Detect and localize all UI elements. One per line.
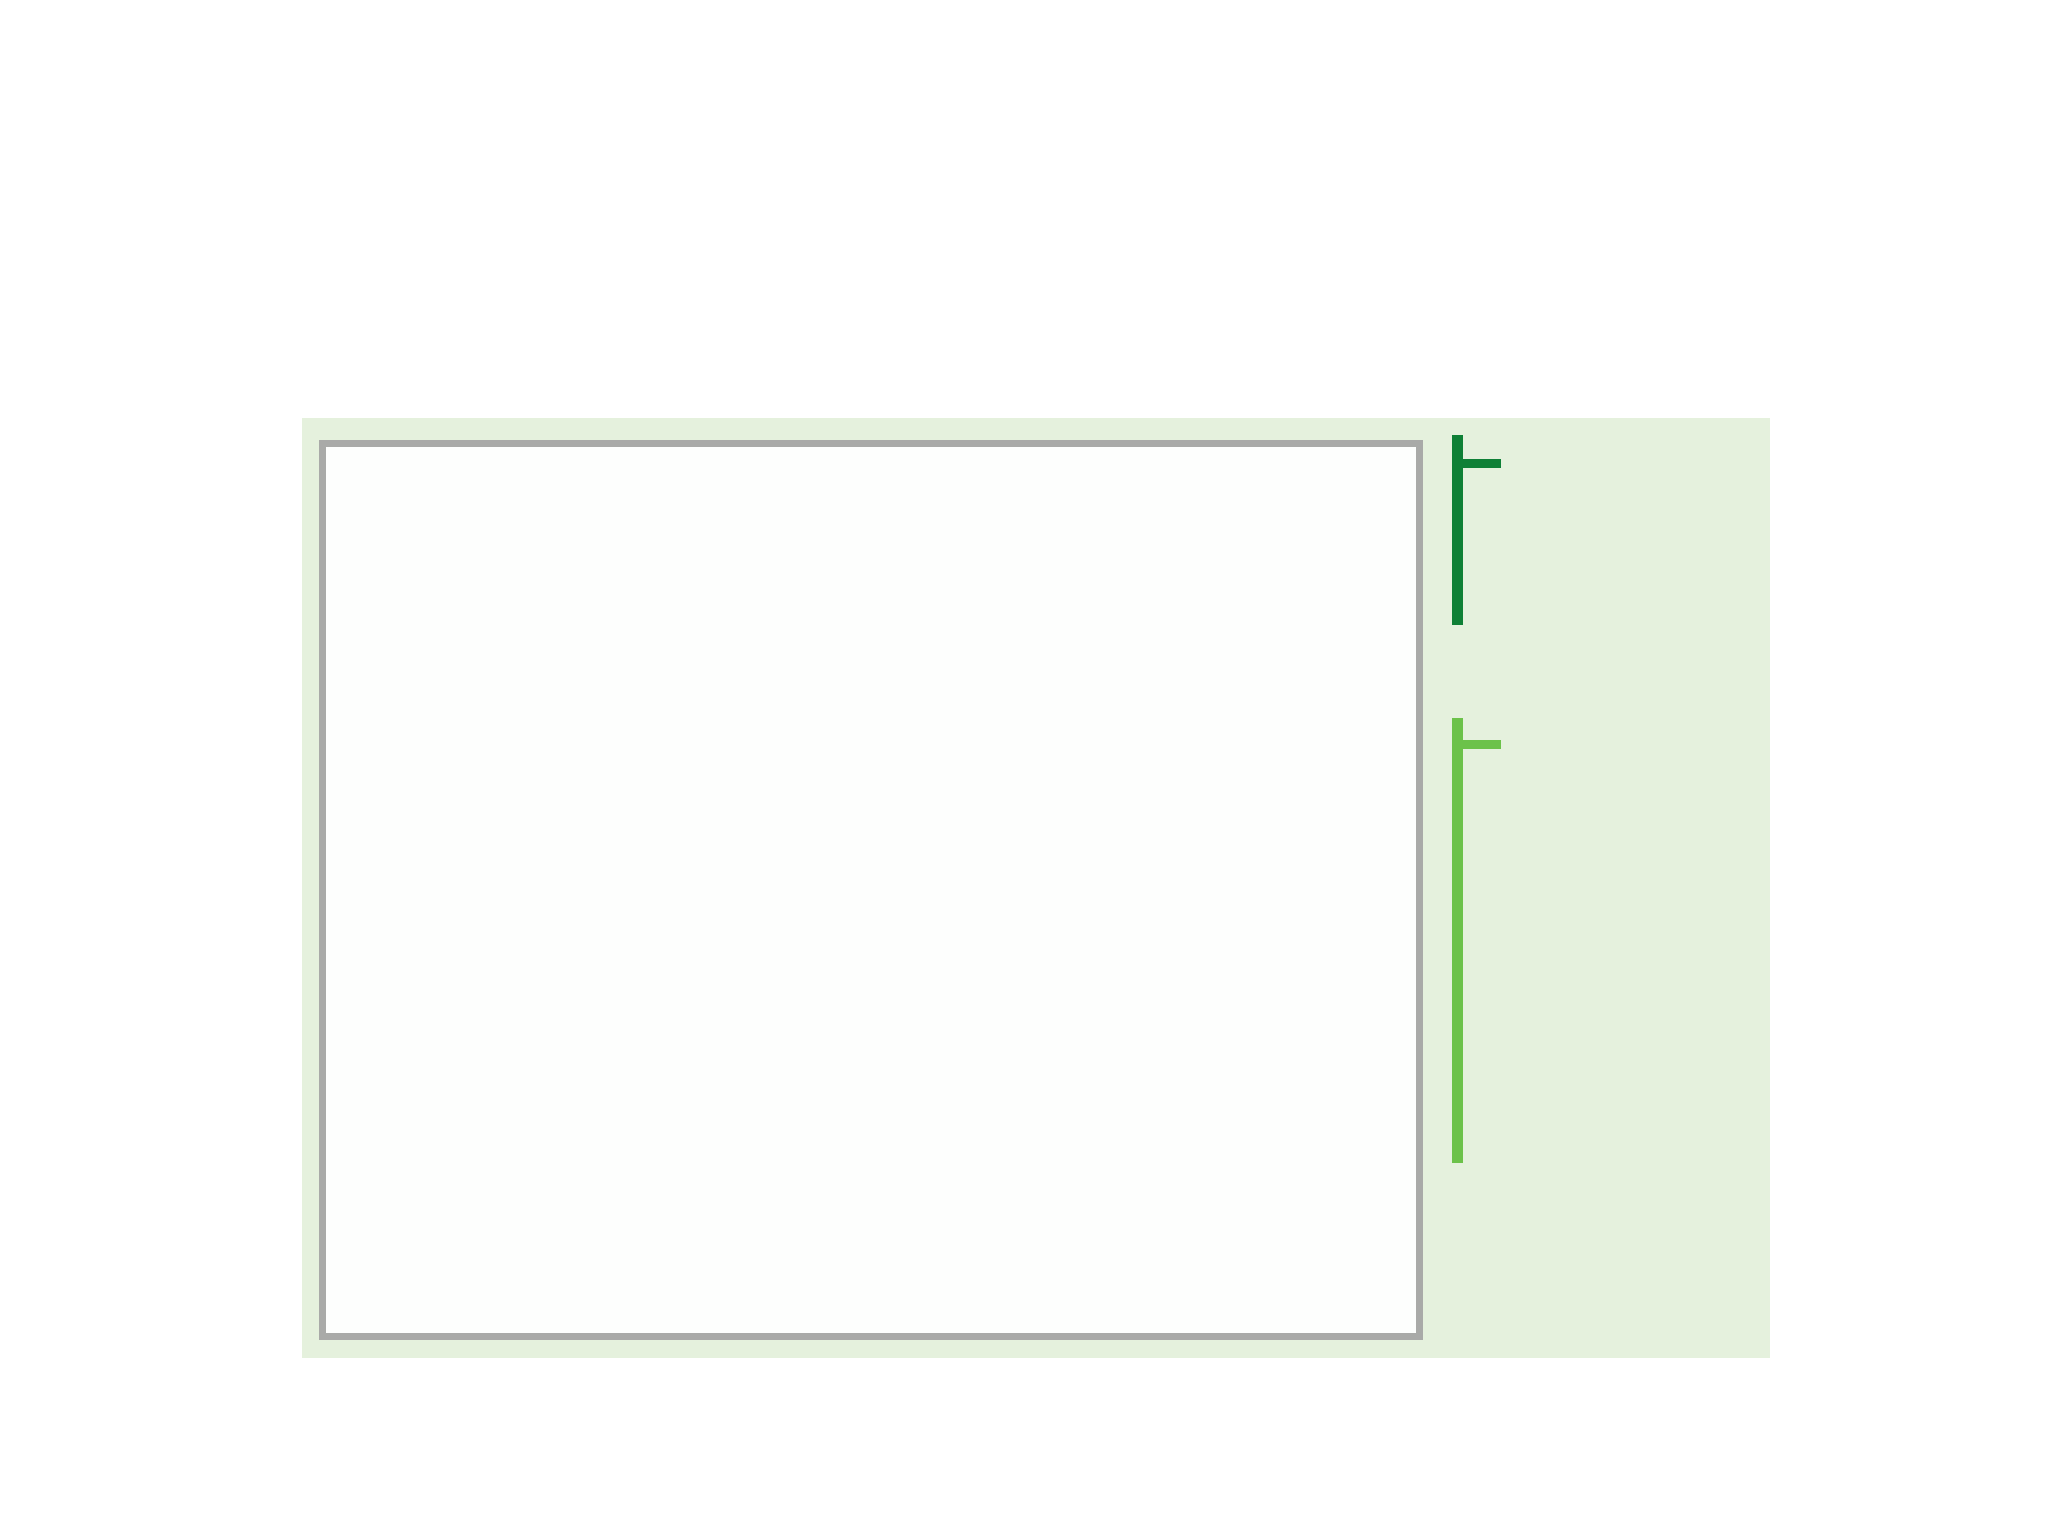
legend-bar-required: [1452, 435, 1463, 625]
legend-bar-optional: [1452, 718, 1463, 1163]
legend: [1452, 418, 1770, 1358]
ggplot-syntax-figure: [302, 418, 1770, 1358]
legend-tick-required: [1463, 459, 1501, 468]
code-block: [319, 440, 1423, 1340]
code-listing: [326, 447, 1416, 1333]
legend-tick-optional: [1463, 740, 1501, 749]
